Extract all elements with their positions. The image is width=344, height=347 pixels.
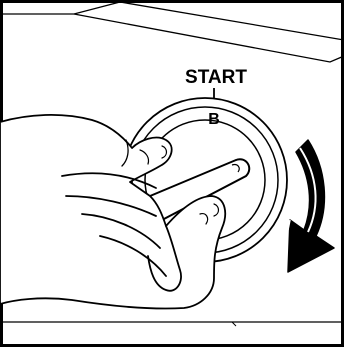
start-label: START <box>185 67 247 88</box>
position-label: B <box>208 111 220 128</box>
